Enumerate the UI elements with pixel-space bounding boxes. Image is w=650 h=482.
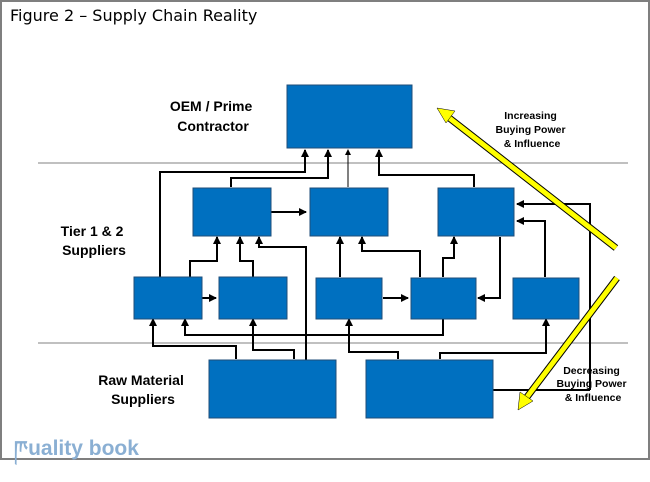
tier2-box-2: [218, 276, 288, 320]
connector: [375, 149, 475, 187]
connector: [189, 236, 221, 277]
oem-box: [286, 84, 413, 149]
logo-q-icon: ཫ: [14, 438, 29, 460]
connector: [358, 236, 421, 277]
quality-book-logo: ཫuality book: [14, 437, 139, 460]
connector: [345, 318, 399, 359]
tier2-box-4: [410, 277, 477, 320]
connector: [516, 217, 546, 277]
connector: [477, 237, 501, 302]
decreasing-annotation: Decreasing Buying Power & Influence: [557, 365, 630, 404]
increasing-annotation: Increasing Buying Power & Influence: [496, 110, 569, 150]
connector: [516, 200, 591, 390]
supply-chain-diagram: OEM / Prime Contractor Tier 1 & 2 Suppli…: [38, 84, 630, 419]
connector: [255, 236, 307, 360]
connector: [236, 236, 254, 277]
connector: [159, 149, 309, 277]
connector: [249, 318, 295, 359]
tier2-box-1: [133, 276, 203, 320]
oem-label: OEM / Prime Contractor: [170, 98, 256, 134]
connector: [230, 149, 332, 187]
raw-label: Raw Material Suppliers: [98, 372, 187, 407]
connector: [439, 318, 550, 359]
decreasing-arrow: [517, 275, 620, 411]
raw-box-right: [365, 359, 494, 419]
tier2-box-5: [512, 277, 580, 320]
tier1-box-right: [437, 187, 515, 237]
connector: [149, 318, 237, 359]
connector: [442, 236, 458, 277]
increasing-arrow: [436, 107, 619, 251]
tier1-box-left: [192, 187, 272, 237]
tier1-box-center: [309, 187, 389, 237]
raw-box-left: [208, 359, 337, 419]
connector: [181, 318, 444, 336]
tier2-box-3: [315, 277, 383, 320]
connectors: [149, 149, 591, 391]
figure-title: Figure 2 – Supply Chain Reality: [10, 6, 258, 25]
tier12-label: Tier 1 & 2 Suppliers: [61, 223, 128, 258]
